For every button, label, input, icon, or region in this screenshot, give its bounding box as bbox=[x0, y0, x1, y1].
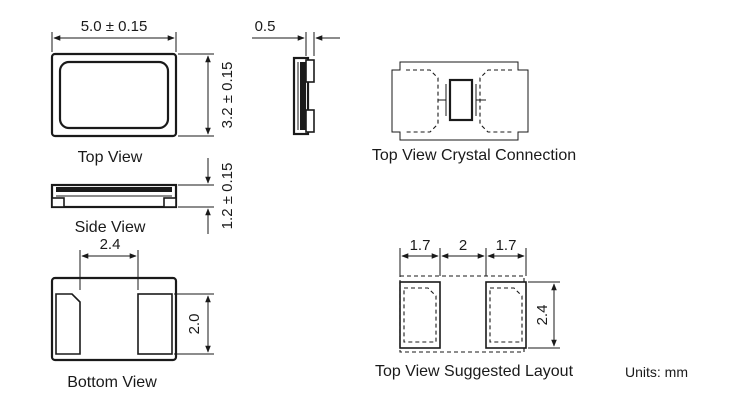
side-height-label: 1.2 ± 0.15 bbox=[219, 163, 236, 230]
suggested-layout-caption: Top View Suggested Layout bbox=[375, 363, 574, 380]
bottom-pitch-label: 2.4 bbox=[100, 236, 121, 253]
units-label: Units: mm bbox=[625, 364, 688, 380]
edge-thickness-label: 0.5 bbox=[255, 18, 276, 35]
top-width-label: 3.2 ± 0.15 bbox=[219, 62, 236, 129]
layout-pad-b-label: 1.7 bbox=[496, 237, 517, 254]
layout-pad-a-label: 1.7 bbox=[410, 237, 431, 254]
bottom-pad-dimension: 2.0 bbox=[174, 293, 214, 355]
layout-width-dimensions: 1.7 2 1.7 bbox=[399, 237, 527, 276]
suggested-layout-view bbox=[399, 275, 527, 353]
side-view-caption: Side View bbox=[75, 219, 146, 236]
bottom-view-caption: Bottom View bbox=[67, 374, 157, 391]
top-length-dimension: 5.0 ± 0.15 bbox=[51, 18, 177, 52]
layout-height-dimension: 2.4 bbox=[528, 281, 560, 349]
top-width-dimension: 3.2 ± 0.15 bbox=[178, 53, 236, 137]
edge-thickness-dimension: 0.5 bbox=[252, 18, 340, 56]
top-view-caption: Top View bbox=[78, 149, 143, 166]
bottom-view bbox=[50, 276, 178, 362]
crystal-connection-caption: Top View Crystal Connection bbox=[372, 147, 576, 164]
layout-gap-label: 2 bbox=[459, 237, 467, 254]
side-view bbox=[50, 183, 178, 209]
layout-height-label: 2.4 bbox=[534, 305, 551, 326]
bottom-pad-label: 2.0 bbox=[186, 314, 203, 335]
top-view bbox=[50, 52, 178, 138]
bottom-pitch-dimension: 2.4 bbox=[79, 236, 139, 290]
top-length-label: 5.0 ± 0.15 bbox=[81, 18, 148, 35]
edge-view bbox=[292, 56, 315, 136]
crystal-connection-view bbox=[391, 61, 529, 141]
side-height-dimension: 1.2 ± 0.15 bbox=[178, 158, 236, 234]
